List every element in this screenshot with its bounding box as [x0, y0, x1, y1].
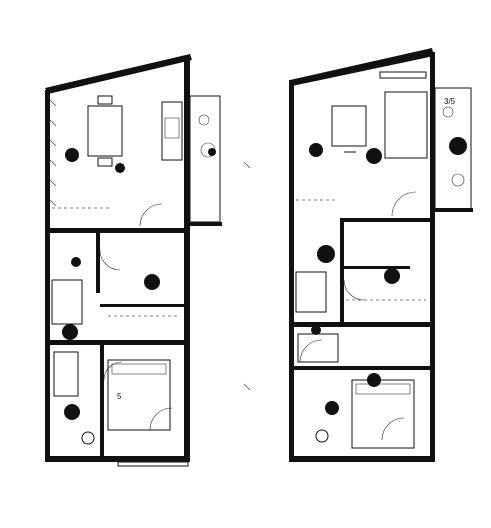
center-mark-bottom — [243, 383, 251, 391]
right-fixture-3 — [449, 137, 467, 155]
right-dining-table — [331, 105, 367, 147]
left-fixture-7 — [208, 148, 216, 156]
right-bed-pillow — [355, 383, 411, 395]
right-partition-1 — [340, 218, 435, 222]
left-bathtub — [53, 351, 79, 397]
right-toilet — [315, 429, 329, 443]
left-wall-hatching — [49, 99, 57, 207]
right-kitchen-counter — [384, 91, 428, 159]
right-fixture-5 — [384, 268, 400, 284]
left-chair-top — [97, 95, 113, 105]
left-sofa — [51, 279, 83, 325]
left-bed — [107, 359, 171, 431]
right-fixture-2 — [366, 148, 382, 164]
left-door-swing-2 — [99, 249, 121, 271]
right-fixture-1 — [309, 143, 323, 157]
left-fixture-1 — [65, 148, 79, 162]
right-outer-wall-left — [289, 80, 294, 462]
center-mark-top — [243, 161, 251, 169]
left-plant-1 — [198, 114, 210, 126]
right-window-strip — [379, 71, 427, 79]
right-sofa — [295, 271, 327, 313]
left-chair-bottom — [97, 157, 113, 167]
left-partition-5 — [100, 304, 186, 307]
right-partition-2 — [340, 222, 344, 322]
left-toilet — [81, 431, 95, 445]
left-fixture-3 — [144, 274, 160, 290]
right-plant-2 — [451, 173, 465, 187]
left-room-marker-label: 5 — [117, 392, 122, 401]
right-fixture-4 — [317, 245, 335, 263]
left-fixture-6 — [64, 404, 80, 420]
right-balcony-rail — [435, 208, 473, 212]
left-partition-2 — [96, 233, 100, 293]
right-fixture-7 — [367, 373, 381, 387]
left-fixture-4 — [71, 257, 81, 267]
left-outer-wall-left — [45, 90, 50, 462]
left-fixture-5 — [62, 324, 78, 340]
right-partition-4 — [289, 366, 435, 370]
left-dining-table — [87, 105, 123, 157]
left-sink — [164, 117, 180, 139]
right-bed — [351, 379, 415, 449]
right-partition-5 — [340, 266, 410, 269]
left-bed-pillow — [111, 363, 167, 375]
left-partition-3 — [45, 340, 190, 345]
right-partition-3 — [289, 322, 435, 327]
right-roof-edge — [290, 48, 434, 86]
right-bathtub — [297, 333, 339, 363]
right-fixture-8 — [325, 401, 339, 415]
right-door-swing-1 — [391, 191, 417, 217]
right-outer-wall-right — [430, 52, 435, 462]
left-floor-plan: 5 — [45, 54, 222, 467]
left-fixture-2 — [115, 163, 125, 173]
left-outer-wall-right — [184, 56, 190, 462]
right-badge-label: 3/5 — [444, 97, 456, 106]
left-partition-1 — [45, 228, 190, 233]
right-door-swing-3 — [299, 339, 323, 363]
right-floor-plan: 3/5 — [289, 48, 473, 462]
left-door-swing-4 — [149, 407, 173, 431]
right-plant-1 — [442, 106, 454, 118]
left-kitchen-counter — [161, 101, 183, 161]
right-door-swing-2 — [343, 279, 365, 301]
left-door-swing-3 — [103, 361, 123, 381]
left-door-swing-1 — [139, 203, 163, 227]
right-fixture-6 — [311, 325, 321, 335]
left-outer-wall-bottom — [45, 456, 190, 462]
right-outer-wall-bottom — [289, 456, 435, 462]
left-roof-edge — [45, 54, 192, 94]
left-partition-4 — [100, 345, 104, 456]
right-door-swing-4 — [381, 417, 405, 441]
left-entry-mat — [117, 461, 189, 467]
left-balcony-rail — [190, 222, 222, 226]
